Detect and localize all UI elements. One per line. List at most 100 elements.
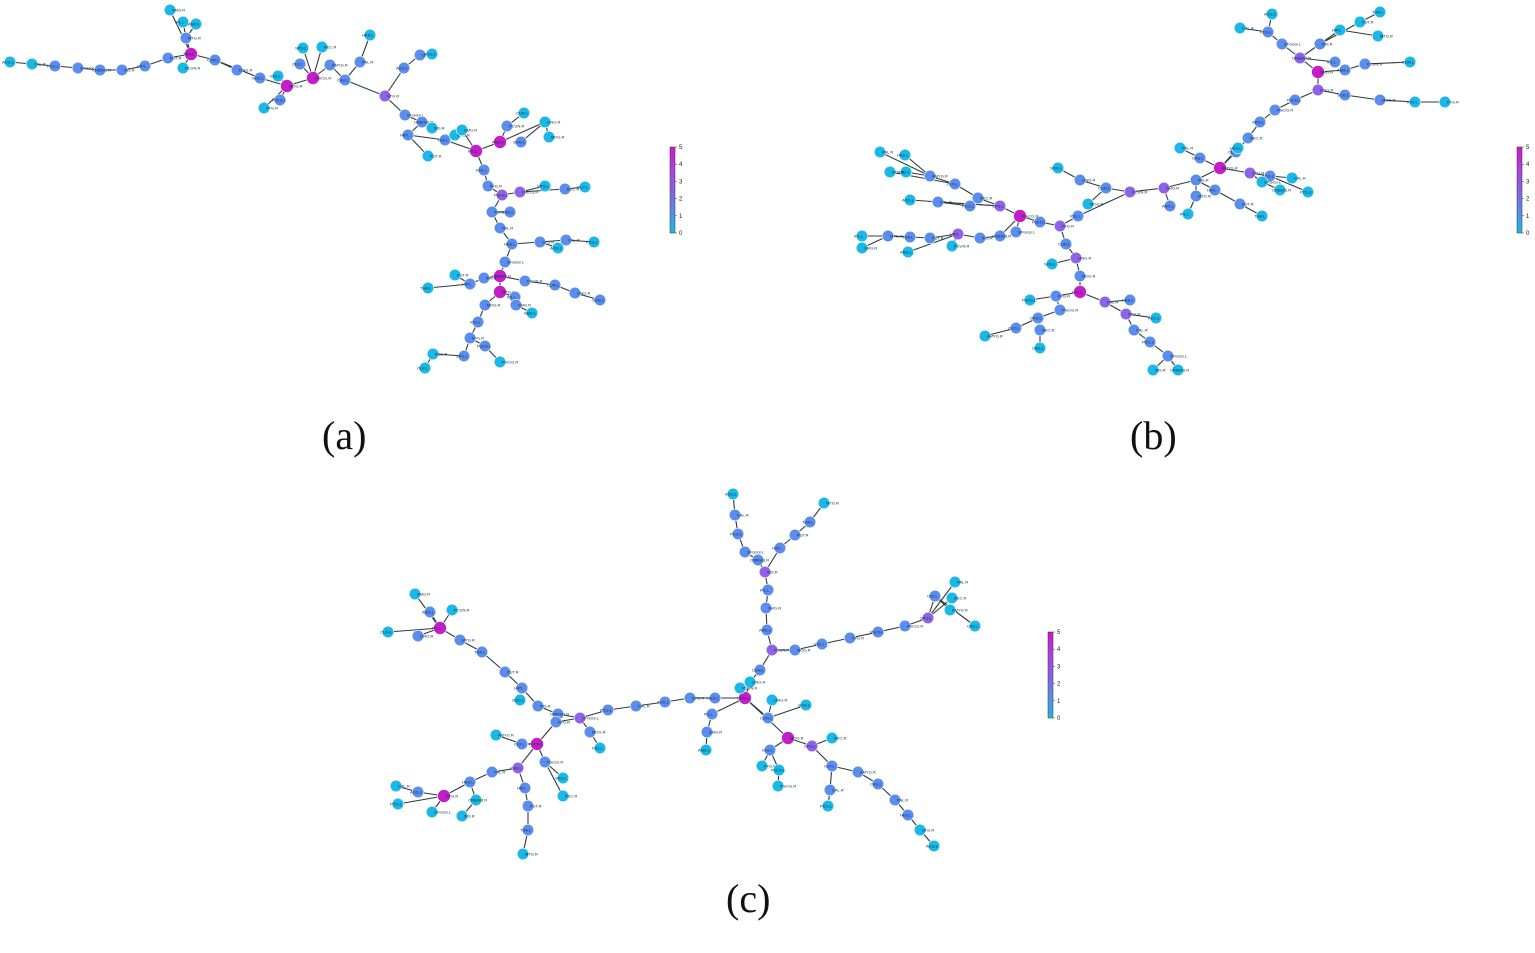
- colorbar-tick-label: 4: [679, 162, 683, 168]
- network-node: [1127, 323, 1141, 337]
- network-node: [457, 349, 471, 363]
- network-node: [1059, 237, 1073, 251]
- network-node: [825, 759, 839, 773]
- node-label: PUT.R: [797, 533, 809, 538]
- network-node: [593, 741, 607, 755]
- node-label: LING.R: [239, 68, 252, 73]
- node-label: PoCG.L: [1032, 220, 1047, 225]
- network-node: [1031, 311, 1045, 325]
- network-edge: [387, 627, 441, 633]
- panel-label-c: (c): [726, 876, 771, 921]
- node-label: INS.R: [434, 126, 445, 131]
- network-node: [1293, 51, 1307, 65]
- node-label: LING.R: [420, 634, 433, 639]
- network-panel-b: ACG.LCAL.RPCG.LSFGdor.LORBmid.RINS.RHIP.…: [854, 5, 1459, 377]
- network-node: [593, 293, 607, 307]
- colorbar-tick-label: 5: [1526, 145, 1530, 151]
- network-node: [445, 603, 459, 617]
- network-node: [1051, 161, 1065, 175]
- network-node: [1149, 311, 1163, 325]
- node-label: PUT.R: [1242, 202, 1254, 207]
- colorbar-tick-label: 3: [1057, 664, 1061, 670]
- node-label: HIP.L: [1332, 28, 1342, 33]
- node-label: STG.R: [1128, 312, 1140, 317]
- node-label: CUN.L: [752, 668, 765, 673]
- network-node: [951, 227, 965, 241]
- network-node: [815, 637, 829, 651]
- node-label: IPL.L: [1180, 212, 1190, 217]
- network-node: [1371, 29, 1385, 43]
- node-label: PCUN.R: [1132, 190, 1147, 195]
- network-node: [1213, 161, 1227, 175]
- node-label: HES.L: [897, 153, 909, 158]
- node-label: PCG.L: [1260, 30, 1273, 35]
- node-label: PAL.R: [897, 798, 908, 803]
- node-label: PoCG.L: [771, 768, 786, 773]
- node-label: CUN.L: [516, 111, 529, 116]
- node-label: INS.R: [982, 236, 993, 241]
- network-node: [421, 149, 435, 163]
- network-node: [71, 61, 85, 75]
- node-label: PreCG.R: [547, 760, 563, 765]
- network-edge: [344, 79, 386, 97]
- network-node: [968, 619, 982, 633]
- node-label: ACG.L: [550, 246, 563, 251]
- network-node: [463, 277, 477, 291]
- network-node: [93, 63, 107, 77]
- network-node: [883, 165, 897, 179]
- network-node: [477, 271, 491, 285]
- network-node: [489, 728, 503, 742]
- node-label: ACG.L: [926, 844, 939, 849]
- network-node: [658, 695, 672, 709]
- network-node: [825, 731, 839, 745]
- network-node: [518, 781, 532, 795]
- network-node: [425, 805, 439, 819]
- network-node: [821, 799, 835, 813]
- network-node: [1013, 209, 1027, 223]
- node-label: CUN.L: [547, 283, 560, 288]
- network-node: [511, 761, 525, 775]
- network-node: [923, 169, 937, 183]
- node-label: SFGdor.L: [507, 260, 525, 265]
- node-label: FFG.R: [852, 636, 864, 641]
- network-node: [1098, 295, 1112, 309]
- node-label: HES.L: [1122, 298, 1134, 303]
- network-node: [338, 73, 352, 87]
- network-node: [485, 765, 499, 779]
- network-node: [771, 779, 785, 793]
- network-node: [179, 31, 193, 45]
- node-label: FFG.R: [266, 106, 278, 111]
- network-edge: [927, 581, 956, 619]
- network-node: [993, 199, 1007, 213]
- colorbar-tick-label: 3: [679, 179, 683, 185]
- node-label: MOG.R: [1090, 202, 1104, 207]
- node-label: IPL.L: [175, 20, 185, 25]
- network-node: [3, 55, 17, 69]
- network-node: [163, 3, 177, 17]
- network-node: [538, 115, 552, 129]
- node-label: ANG.L: [1162, 204, 1175, 209]
- node-label: AMYG.R: [494, 210, 510, 215]
- node-label: PUT.R: [932, 236, 944, 241]
- node-label: ORBmid.R: [1272, 188, 1291, 193]
- network-node: [363, 28, 377, 42]
- node-label: IPL.L: [854, 234, 864, 239]
- network-node: [1288, 93, 1302, 107]
- node-label: PUT.R: [430, 154, 442, 159]
- network-node: [573, 711, 587, 725]
- node-label: ORBmid.R: [92, 68, 111, 73]
- node-label: PUT.R: [457, 273, 469, 278]
- node-label: CAL.R: [1136, 328, 1148, 333]
- network-node: [923, 231, 937, 245]
- node-label: REC.R: [567, 187, 580, 192]
- node-label: SOG.L: [1044, 262, 1057, 267]
- node-label: CAU.L: [337, 78, 350, 83]
- node-label: OLF.L: [417, 366, 428, 371]
- network-edge: [1339, 29, 1379, 37]
- node-label: HES.L: [900, 813, 912, 818]
- node-label: THA.L: [1372, 10, 1384, 15]
- node-label: IOG.L: [270, 74, 281, 79]
- node-label: STG.R: [922, 828, 934, 833]
- network-node: [315, 40, 329, 54]
